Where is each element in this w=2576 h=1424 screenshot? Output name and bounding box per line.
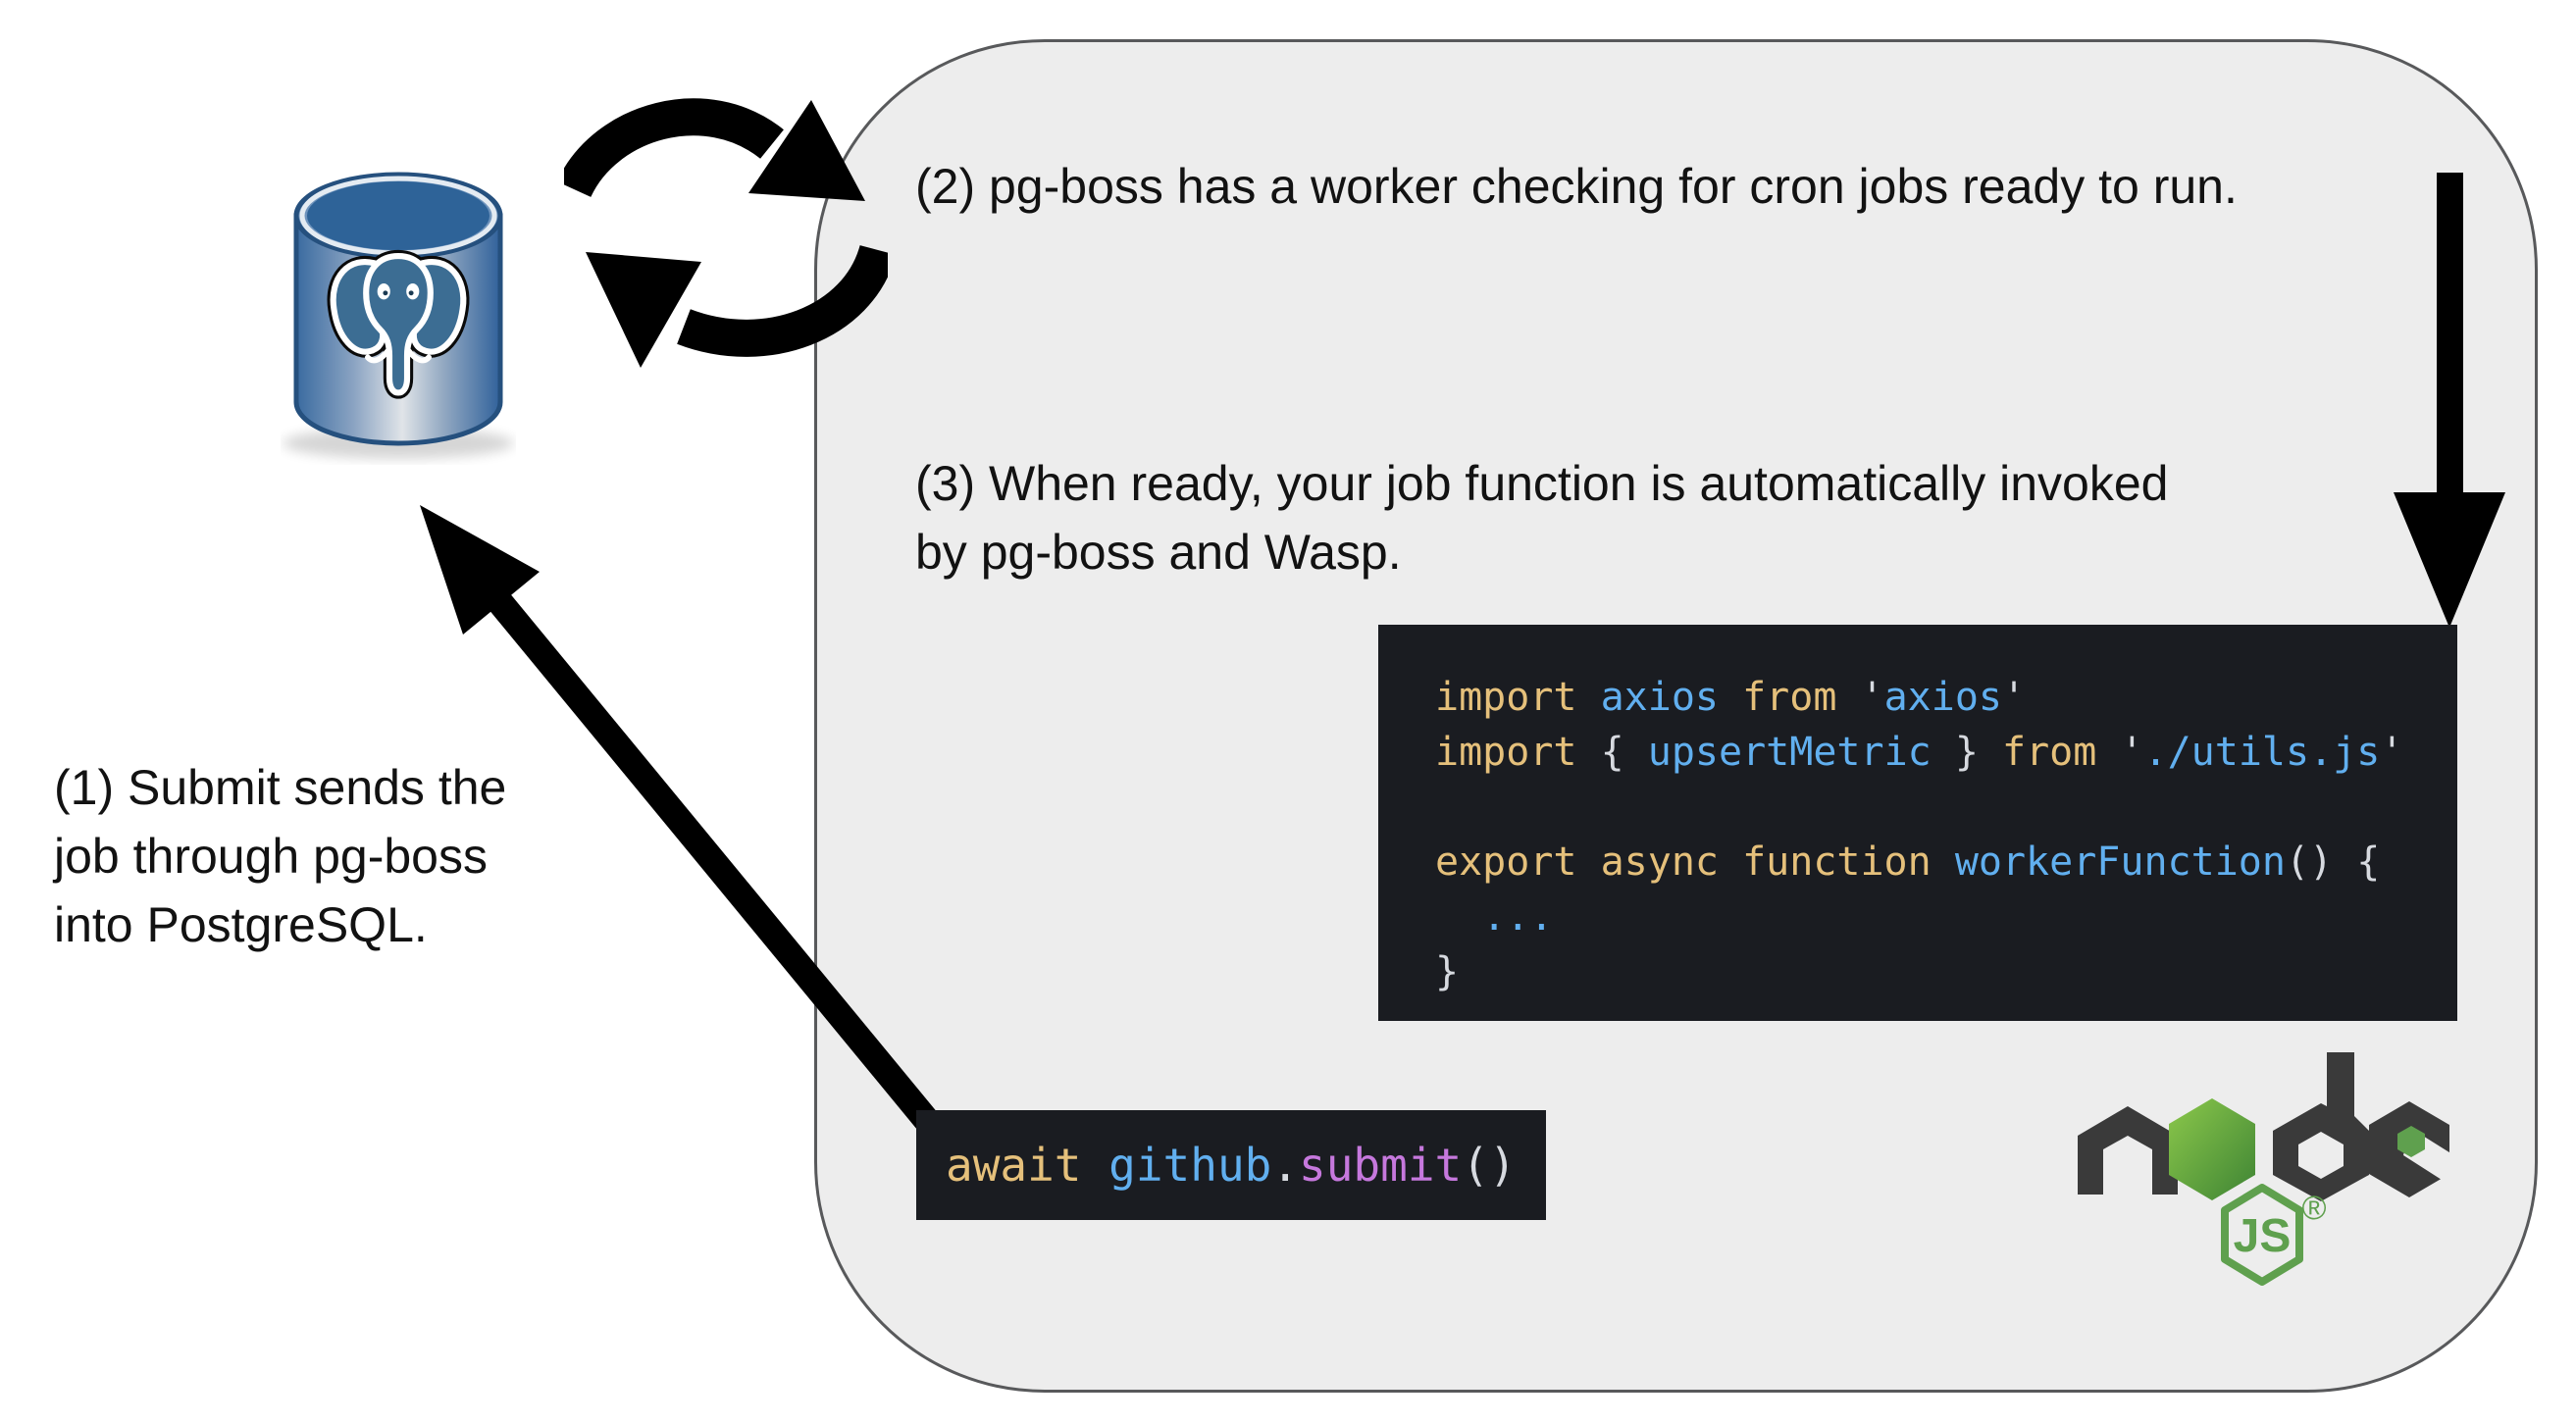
code-line [1435, 780, 2438, 835]
sync-cycle-icon [564, 98, 888, 368]
code-token: . [1271, 1139, 1300, 1192]
code-token: from [1719, 675, 1861, 720]
code-line: export async function workerFunction() { [1435, 835, 2438, 890]
code-token: await [946, 1139, 1109, 1192]
code-token: ' [2002, 675, 2027, 720]
code-token: import [1435, 675, 1601, 720]
nodejs-badge-hexagon [2221, 1184, 2303, 1286]
registered-trademark-symbol: ® [2301, 1190, 2326, 1227]
code-token: export async function [1435, 839, 1955, 885]
postgresql-database-icon [283, 172, 514, 459]
down-arrow-icon [2437, 173, 2463, 496]
code-token: { [1600, 730, 1648, 775]
code-line: await github.submit() [946, 1139, 1517, 1192]
step3-label: (3) When ready, your job function is aut… [915, 456, 2169, 580]
node-letter-n [2078, 1106, 2178, 1195]
code-token: workerFunction [1954, 839, 2286, 885]
node-letter-d [2273, 1052, 2369, 1201]
code-token: () [1462, 1139, 1517, 1192]
nodejs-badge-text: JS [2234, 1210, 2292, 1262]
code-token: upsertMetric [1647, 730, 1932, 775]
worker-code-block: import axios from 'axios'import { upsert… [1378, 625, 2457, 1021]
code-token: from [2001, 730, 2121, 775]
nodejs-logo: JS ® [2078, 1052, 2460, 1286]
code-token: } [1435, 949, 1460, 994]
code-token: ' [2380, 730, 2404, 775]
code-token: github [1108, 1139, 1272, 1192]
code-token: ' [1860, 675, 1884, 720]
step1-label: (1) Submit sends the job through pg-boss… [54, 760, 507, 952]
code-token: submit [1299, 1139, 1463, 1192]
code-token: axios [1600, 675, 1719, 720]
submit-code-block: await github.submit() [916, 1110, 1546, 1220]
code-token: ... [1435, 894, 1554, 940]
code-token: ' [2120, 730, 2144, 775]
code-token: } [1931, 730, 2002, 775]
diagonal-arrow-icon [420, 505, 994, 1197]
step2-label: (2) pg-boss has a worker checking for cr… [915, 159, 2238, 214]
node-letter-e-dot [2397, 1126, 2425, 1157]
code-token: ./utils.js [2143, 730, 2381, 775]
code-token: axios [1883, 675, 2003, 720]
down-arrow-head [2394, 492, 2505, 628]
node-letter-o-hexagon [2169, 1098, 2255, 1200]
postgres-elephant [327, 249, 470, 399]
code-line: } [1435, 944, 2438, 999]
code-token: import [1435, 730, 1601, 775]
code-line: ... [1435, 890, 2438, 944]
node-letter-d-hole [2298, 1132, 2344, 1179]
code-line: import axios from 'axios' [1435, 670, 2438, 725]
code-line: import { upsertMetric } from './utils.js… [1435, 725, 2438, 780]
code-token: () { [2285, 839, 2381, 885]
